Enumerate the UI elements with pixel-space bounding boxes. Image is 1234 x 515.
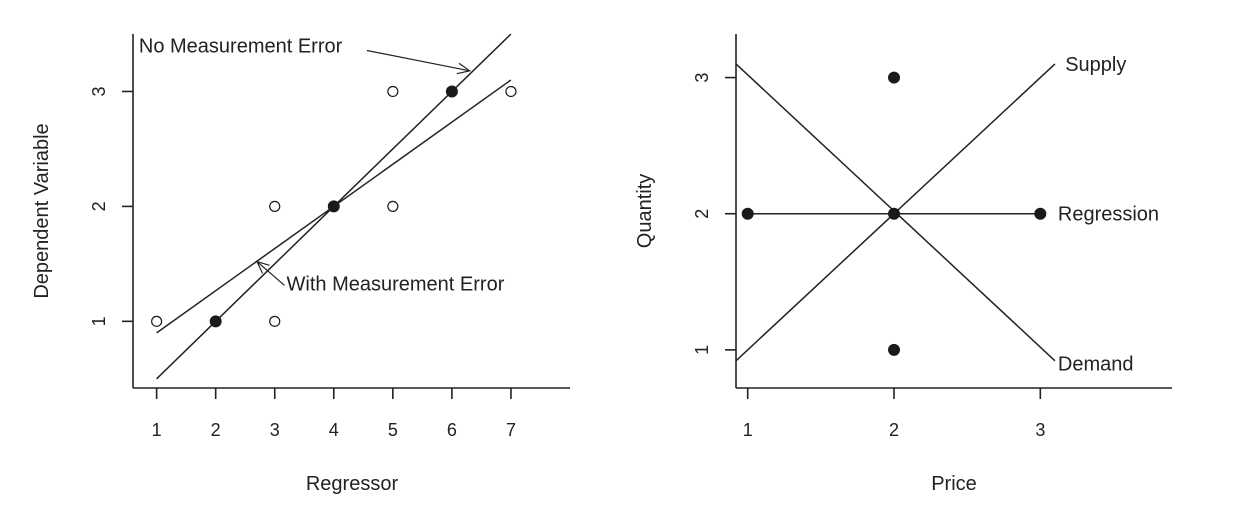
right-annotation-supply: Supply <box>1065 54 1126 76</box>
right-annotation-regression: Regression <box>1058 204 1159 226</box>
left-filled-point <box>327 200 340 213</box>
right-y-tick-label: 2 <box>692 209 712 219</box>
left-open-point <box>269 200 281 213</box>
left-open-point <box>387 85 399 98</box>
left-x-tick-label: 7 <box>506 420 516 440</box>
left-open-point <box>505 85 517 98</box>
left-arrow-head <box>456 62 472 75</box>
left-annotation-with-measurement-error: With Measurement Error <box>287 273 505 295</box>
left-annotation-no-measurement-error: No Measurement Error <box>139 35 343 57</box>
right-filled-point <box>888 71 901 84</box>
right-x-axis-label: Price <box>931 473 977 495</box>
left-filled-point <box>209 315 222 328</box>
right-filled-point <box>888 343 901 356</box>
left-points <box>151 85 517 328</box>
right-x-tick-label: 3 <box>1035 420 1045 440</box>
left-annotation-arrows <box>255 49 472 286</box>
right-filled-point <box>1034 207 1047 220</box>
right-filled-point <box>741 207 754 220</box>
left-y-axis-label: Dependent Variable <box>31 123 53 298</box>
left-open-point <box>387 200 399 213</box>
right-y-axis-label: Quantity <box>634 174 656 248</box>
left-x-tick-label: 1 <box>152 420 162 440</box>
left-filled-point <box>445 85 458 98</box>
right-y-tick-label: 1 <box>692 345 712 355</box>
right-annotation-demand: Demand <box>1058 353 1134 375</box>
right-filled-point <box>888 207 901 220</box>
left-open-point <box>269 315 281 327</box>
left-axes <box>132 34 570 389</box>
right-ticks: 1 2 3 1 2 3 <box>692 73 1045 440</box>
right-x-tick-label: 2 <box>889 420 899 440</box>
left-x-tick-label: 2 <box>211 420 221 440</box>
right-y-tick-label: 3 <box>692 73 712 83</box>
left-ticks: 1 2 3 4 5 6 7 1 2 3 <box>89 86 516 440</box>
right-points <box>741 71 1047 356</box>
left-arrow-shaft <box>366 49 470 72</box>
left-x-tick-label: 5 <box>388 420 398 440</box>
right-x-tick-label: 1 <box>743 420 753 440</box>
left-x-tick-label: 3 <box>270 420 280 440</box>
left-arrow-head <box>255 260 270 274</box>
right-axes <box>735 34 1172 389</box>
left-y-tick-label: 3 <box>89 86 109 96</box>
left-x-tick-label: 4 <box>329 420 339 440</box>
left-y-tick-label: 2 <box>89 201 109 211</box>
left-arrow-shaft <box>256 261 285 286</box>
left-open-point <box>151 315 163 327</box>
left-x-axis-label: Regressor <box>306 473 399 495</box>
left-x-tick-label: 6 <box>447 420 457 440</box>
left-y-tick-label: 1 <box>89 316 109 326</box>
